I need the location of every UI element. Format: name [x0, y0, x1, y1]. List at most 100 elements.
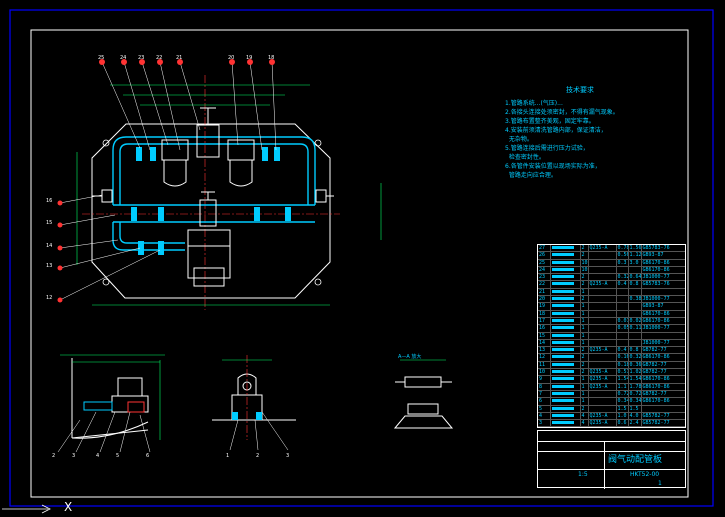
sheet-number: 1	[658, 480, 662, 487]
bom-cell-no: 15	[538, 332, 551, 340]
bom-cell-weight	[616, 339, 629, 347]
bom-cell-qty: 2	[580, 346, 589, 354]
bom-cell-standard: GB93-87	[641, 251, 685, 260]
axis-marker	[2, 504, 51, 514]
bom-cell-name	[550, 251, 581, 260]
bom-cell-qty: 1	[580, 288, 589, 296]
base-plate-outline	[91, 123, 331, 299]
bom-cell-name	[550, 302, 581, 311]
bom-cell-name	[550, 273, 581, 281]
bom-cell-standard: GB6170-86	[641, 383, 685, 391]
bom-cell-material: Q235-A	[588, 368, 617, 376]
tech-note-line: 5.管路连接后需进行压力试验，	[505, 145, 589, 152]
bom-cell-no: 17	[538, 317, 551, 325]
bom-cell-name	[550, 266, 581, 274]
bom-name-placeholder	[551, 391, 574, 395]
bom-cell-name	[550, 324, 581, 333]
balloon-label-left: 13	[46, 263, 53, 269]
right-detail-title: A—A 放大	[398, 354, 422, 360]
bom-cell-total: 0.8	[628, 280, 642, 289]
bom-cell-material	[588, 288, 617, 296]
axis-x-label: X	[64, 500, 73, 514]
bom-cell-standard: GB782-77	[641, 368, 685, 376]
bom-cell-no: 10	[538, 368, 551, 376]
bom-cell-standard: GB5782-77	[641, 419, 685, 427]
bom-cell-material	[588, 397, 617, 406]
bom-cell-qty: 1	[580, 310, 589, 318]
bom-name-placeholder	[551, 311, 574, 315]
mid-view-balloon-label: 1	[226, 453, 230, 459]
tech-notes-title: 技术要求	[566, 86, 594, 94]
bom-cell-qty: 1	[580, 375, 589, 384]
bom-cell-material	[588, 332, 617, 340]
bom-cell-name	[550, 368, 581, 376]
bom-cell-qty: 1	[580, 426, 589, 427]
bom-cell-total: 0.11	[628, 324, 642, 333]
bom-cell-no: 3	[538, 419, 551, 427]
tech-note-line: 检查密封性。	[505, 154, 545, 161]
title-block: 阀气动配管板 1:5 HKT52-00 1	[537, 430, 686, 489]
bom-cell-total	[628, 339, 642, 347]
bom-cell-material: Q235-A	[588, 412, 617, 420]
bom-cell-total: 0.64	[628, 273, 642, 281]
balloon-label: 22	[156, 55, 163, 61]
bom-cell-qty: 4	[580, 419, 589, 427]
bom-cell-qty: 1	[580, 339, 589, 347]
bom-cell-total: 1.5	[628, 405, 642, 413]
bom-cell-weight: 0.3	[616, 259, 629, 267]
bom-cell-no: 23	[538, 273, 551, 281]
bom-cell-material	[588, 317, 617, 325]
left-view-balloon-label: 5	[116, 453, 120, 459]
bom-cell-no: 13	[538, 346, 551, 354]
bom-name-placeholder	[551, 399, 574, 403]
bom-cell-weight: 0.16	[616, 353, 629, 362]
bom-cell-name	[550, 361, 581, 369]
left-view-balloon-label: 4	[96, 453, 100, 459]
tech-notes-block: 技术要求 1.管路系统...(气压)...2.各接头连接处须密封，不得有漏气现象…	[505, 86, 655, 180]
bom-name-placeholder	[551, 362, 574, 366]
bom-cell-no: 18	[538, 310, 551, 318]
bom-cell-standard: GB5783-76	[641, 245, 685, 252]
bom-cell-qty: 1	[580, 324, 589, 333]
bom-cell-no: 20	[538, 295, 551, 303]
balloon-label: 24	[120, 55, 127, 61]
tech-note-line: 3.管路布置整齐美观，固定牢靠。	[505, 118, 595, 125]
main-view	[57, 59, 382, 310]
bom-cell-weight: 0.011	[616, 317, 629, 325]
bom-cell-no: 11	[538, 361, 551, 369]
bom-cell-material	[588, 266, 617, 274]
bom-cell-weight: 1.54	[616, 375, 629, 384]
bom-cell-standard	[641, 405, 685, 413]
bom-cell-name	[550, 375, 581, 384]
bom-name-placeholder	[551, 326, 574, 330]
mid-view-balloon-label: 2	[256, 453, 260, 459]
bom-cell-weight	[616, 332, 629, 340]
tech-note-line: 无杂物。	[505, 136, 533, 143]
bom-cell-standard	[641, 426, 685, 427]
bom-cell-qty: 2	[580, 280, 589, 289]
bom-cell-name	[550, 405, 581, 413]
bom-name-placeholder	[551, 370, 574, 374]
bom-name-placeholder	[551, 282, 574, 286]
bom-cell-material: Q235-A	[588, 383, 617, 391]
bom-cell-weight: 0.4	[616, 280, 629, 289]
left-side-view	[57, 354, 165, 453]
bom-cell-weight: 0.72	[616, 390, 629, 398]
bom-name-placeholder	[551, 384, 574, 388]
drawing-number: HKT52-00	[630, 471, 660, 478]
bom-cell-standard: GB6170-86	[641, 397, 685, 406]
bom-cell-standard: GB6170-86	[641, 266, 685, 274]
balloon-label: 23	[138, 55, 145, 61]
bom-cell-standard: GB6170-86	[641, 310, 685, 318]
tech-notes-lines: 1.管路系统...(气压)...2.各接头连接处须密封，不得有漏气现象。3.管路…	[505, 99, 655, 180]
balloon-label: 20	[228, 55, 235, 61]
bom-cell-weight	[616, 310, 629, 318]
